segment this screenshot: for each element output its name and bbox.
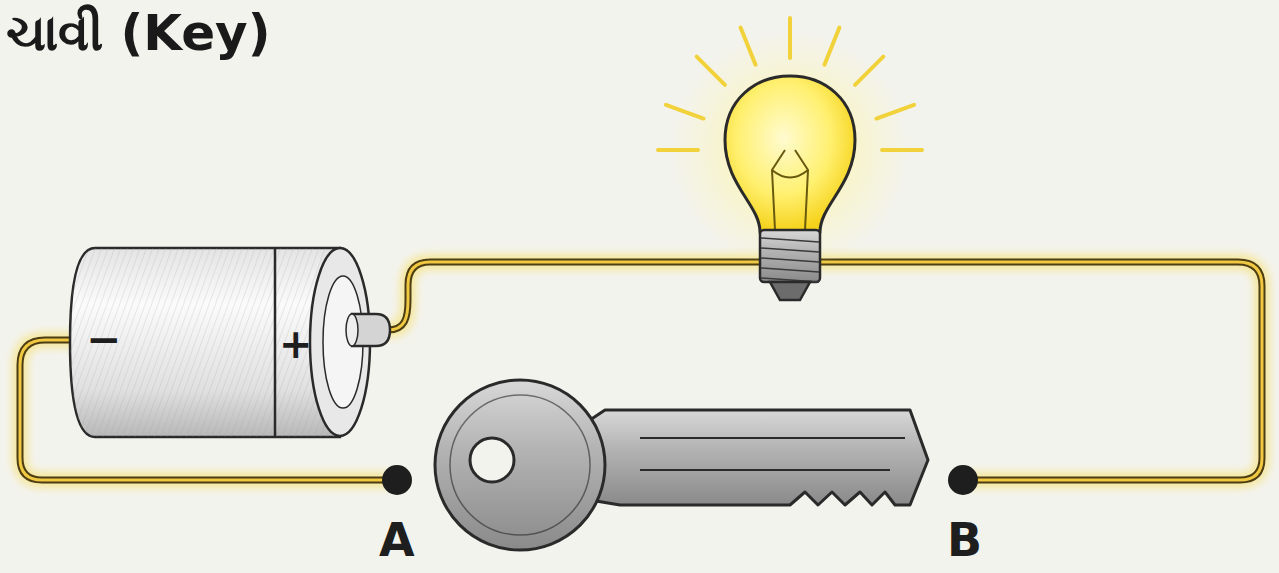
key-symbol: [435, 380, 928, 550]
battery-cell: [70, 248, 390, 437]
terminal-label: B: [947, 517, 982, 563]
terminal-label: A: [379, 517, 415, 563]
terminal-dot: [948, 465, 978, 495]
terminal-dot: [382, 465, 412, 495]
terminal-sign: +: [279, 324, 313, 364]
diagram-title: ચાવી (Key): [6, 4, 270, 63]
terminal-sign: −: [86, 319, 121, 361]
light-bulb: [658, 18, 922, 300]
